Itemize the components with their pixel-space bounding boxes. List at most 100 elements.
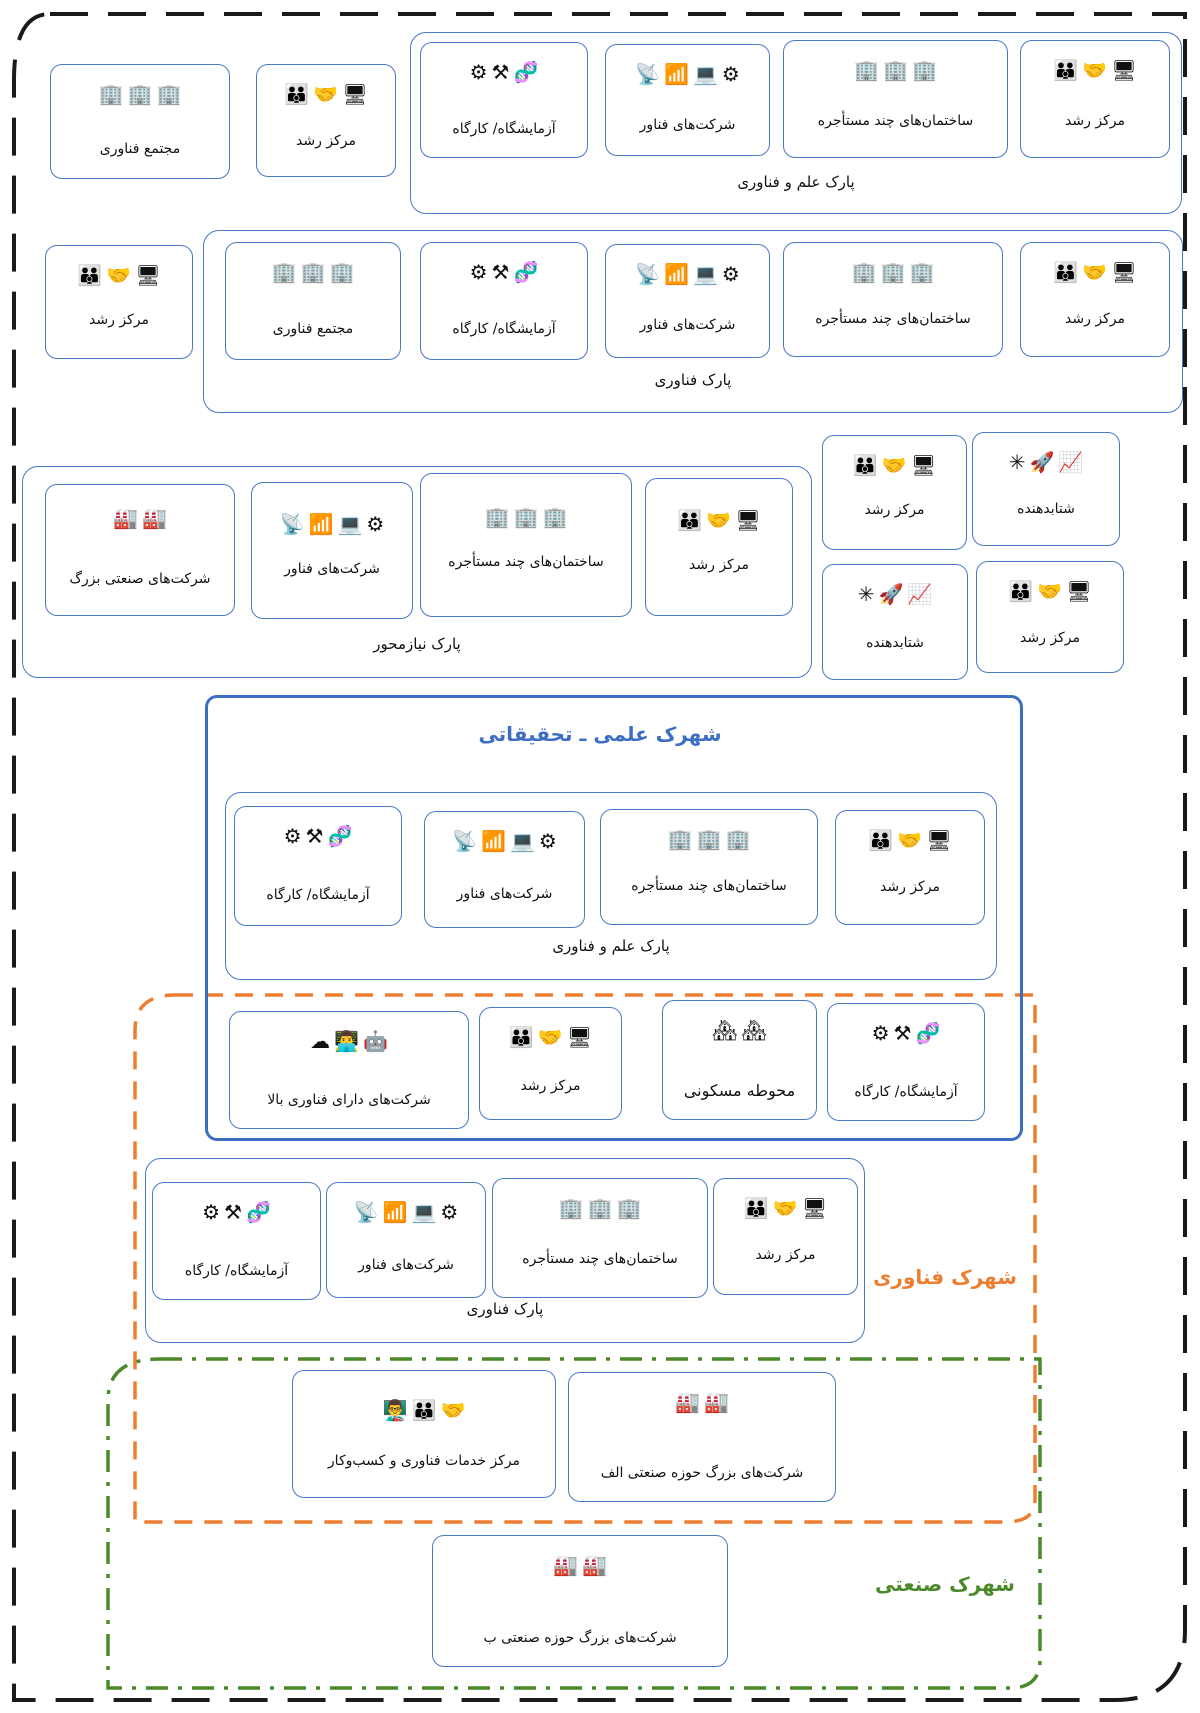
card-tech-companies[interactable]: 📡📶💻⚙ شرکت‌های فناور <box>326 1182 486 1298</box>
incubator-icons: 👪🤝🖥 <box>257 81 395 107</box>
card-incubator[interactable]: 👪🤝🖥 مرکز رشد <box>1020 40 1170 158</box>
gear-icon: ⚙ <box>469 60 488 84</box>
tools-icon: ⚒ <box>491 60 510 84</box>
star-burst-icon: ✳ <box>857 582 875 606</box>
cloud-computer-icon: 🖥 <box>910 453 937 477</box>
gear-icon: ⚙ <box>283 824 302 848</box>
incubator-icons: 👪🤝🖥 <box>1021 259 1169 285</box>
lab-icons: ⚙⚒🧬 <box>421 59 587 85</box>
card-lab-workshop[interactable]: ⚙⚒🧬 آزمایشگاه/ کارگاه <box>234 806 402 926</box>
cloud-computer-icon: 🖥 <box>735 508 761 532</box>
monitor-icon: 💻 <box>509 829 535 853</box>
card-tech-companies[interactable]: 📡📶💻⚙ شرکت‌های فناور <box>251 482 413 619</box>
incubator-icons: 👪🤝🖥 <box>480 1024 621 1050</box>
card-incubator[interactable]: 👪🤝🖥 مرکز رشد <box>1020 242 1170 357</box>
card-industrial-a[interactable]: 🏭🏭 شرکت‌های بزرگ حوزه صنعتی الف <box>568 1372 836 1502</box>
building-icon: 🏢 <box>880 260 906 284</box>
card-multi-tenant[interactable]: 🏢🏢🏢 ساختمان‌های چند مستأجره <box>600 809 818 925</box>
handshake-icon: 🤝 <box>881 453 907 477</box>
incubator-icons: 👪🤝🖥 <box>1021 57 1169 83</box>
card-label: شرکت‌های فناور <box>358 1257 454 1273</box>
satellite-icon: 📡 <box>635 262 661 286</box>
card-multi-tenant[interactable]: 🏢🏢🏢 ساختمان‌های چند مستأجره <box>492 1178 708 1298</box>
card-lab-workshop[interactable]: ⚙⚒🧬 آزمایشگاه/ کارگاه <box>827 1003 985 1121</box>
wifi-icon: 📶 <box>481 829 506 853</box>
handshake-icon: 🤝 <box>897 828 923 852</box>
card-industrial-b[interactable]: 🏭🏭 شرکت‌های بزرگ حوزه صنعتی ب <box>432 1535 728 1667</box>
card-lab-workshop[interactable]: ⚙⚒🧬 آزمایشگاه/ کارگاه <box>152 1182 321 1300</box>
card-tech-complex[interactable]: 🏢🏢🏢 مجتمع فناوری <box>225 242 401 360</box>
cloud-computer-icon: 🖥 <box>926 828 952 852</box>
tech-icons: 📡📶💻⚙ <box>425 828 584 854</box>
card-multi-tenant[interactable]: 🏢🏢🏢 ساختمان‌های چند مستأجره <box>783 242 1003 357</box>
tools-icon: ⚒ <box>305 824 324 848</box>
card-incubator[interactable]: 👪🤝🖥 مرکز رشد <box>835 810 985 925</box>
cloud-computer-icon: 🖥 <box>135 263 161 287</box>
building-icon: 🏢 <box>696 827 722 851</box>
card-accelerator[interactable]: ✳🚀📈 شتابدهنده <box>972 432 1120 546</box>
cloud-computer-icon: 🖥 <box>801 1196 828 1220</box>
card-tech-companies[interactable]: 📡📶💻⚙ شرکت‌های فناور <box>605 244 770 358</box>
card-label: ساختمان‌های چند مستأجره <box>448 554 604 570</box>
gears-icon: ⚙ <box>538 829 557 853</box>
card-multi-tenant[interactable]: 🏢🏢🏢 ساختمان‌های چند مستأجره <box>420 473 632 617</box>
tech-icons: 📡📶💻⚙ <box>606 261 769 287</box>
card-services-center[interactable]: 👨‍🏫👪🤝 مرکز خدمات فناوری و کسب‌وکار <box>292 1370 556 1498</box>
card-tech-companies[interactable]: 📡📶💻⚙ شرکت‌های فناور <box>424 811 585 928</box>
card-incubator[interactable]: 👪🤝🖥 مرکز رشد <box>976 561 1124 673</box>
card-large-industrial[interactable]: 🏭🏭 شرکت‌های صنعتی بزرگ <box>45 484 235 616</box>
robot-icon: 🤖 <box>363 1029 388 1053</box>
handshake-icon: 🤝 <box>440 1398 466 1422</box>
building-icon: 🏢 <box>851 260 877 284</box>
factory-workers-icon: 🏭 <box>553 1553 578 1577</box>
building-icon: 🏢 <box>513 505 539 529</box>
card-lab-workshop[interactable]: ⚙⚒🧬 آزمایشگاه/ کارگاه <box>420 242 588 360</box>
card-label: مجتمع فناوری <box>272 321 354 337</box>
card-incubator[interactable]: 👪🤝🖥 مرکز رشد <box>713 1178 858 1295</box>
card-incubator[interactable]: 👪🤝🖥 مرکز رشد <box>479 1007 622 1120</box>
card-residential[interactable]: 🏘🏘 محوطه مسکونی <box>662 1000 817 1120</box>
card-incubator[interactable]: 👪🤝🖥 مرکز رشد <box>45 245 193 359</box>
building-icons: 🏢🏢🏢 <box>493 1195 707 1221</box>
card-label: آزمایشگاه/ کارگاه <box>452 321 556 337</box>
cloud-computer-icon: 🖥 <box>1111 260 1137 284</box>
dna-icon: 🧬 <box>245 1200 271 1224</box>
card-incubator[interactable]: 👪🤝🖥 مرکز رشد <box>645 478 793 616</box>
building-icons: 🏢🏢🏢 <box>421 504 631 530</box>
building-icon: 🏢 <box>587 1196 613 1220</box>
satellite-icon: 📡 <box>452 829 478 853</box>
building-icons: 🏢🏢🏢 <box>601 826 817 852</box>
wifi-icon: 📶 <box>664 262 689 286</box>
satellite-icon: 📡 <box>635 62 661 86</box>
card-label: ساختمان‌های چند مستأجره <box>817 113 974 129</box>
card-incubator[interactable]: 👪🤝🖥 مرکز رشد <box>256 64 396 177</box>
card-label: آزمایشگاه/ کارگاه <box>184 1263 289 1279</box>
industrial-icons: 🏭🏭 <box>46 505 234 531</box>
incubator-icons: 👪🤝🖥 <box>646 507 792 533</box>
card-high-tech[interactable]: ☁👨‍💻🤖 شرکت‌های دارای فناوری بالا <box>229 1011 469 1129</box>
park-name: پارک فناوری <box>654 371 732 389</box>
high-tech-icons: ☁👨‍💻🤖 <box>230 1028 468 1054</box>
monitor-icon: 💻 <box>692 62 718 86</box>
wifi-icon: 📶 <box>308 512 334 536</box>
handshake-icon: 🤝 <box>1037 579 1063 603</box>
dna-icon: 🧬 <box>513 60 539 84</box>
cloud-computer-icon: 🖥 <box>342 82 368 106</box>
park-name: پارک علم و فناوری <box>552 937 670 955</box>
building-icon: 🏢 <box>484 505 510 529</box>
cloud-computer-icon: 🖥 <box>566 1025 593 1049</box>
people-icon: 👪 <box>852 453 878 477</box>
card-tech-companies[interactable]: 📡📶💻⚙ شرکت‌های فناور <box>605 44 770 156</box>
rocket-icon: 🚀 <box>878 582 904 606</box>
card-label: مرکز رشد <box>520 1078 581 1094</box>
building-icon: 🏢 <box>329 260 355 284</box>
card-label: مرکز رشد <box>864 502 925 518</box>
tech-town-title: شهرک فناوری <box>873 1265 1017 1289</box>
card-accelerator[interactable]: ✳🚀📈 شتابدهنده <box>822 564 968 680</box>
monitor-icon: 💻 <box>337 512 363 536</box>
card-incubator[interactable]: 👪🤝🖥 مرکز رشد <box>822 435 967 550</box>
card-tech-complex[interactable]: 🏢🏢🏢 مجتمع فناوری <box>50 64 230 179</box>
card-lab-workshop[interactable]: ⚙⚒🧬 آزمایشگاه/ کارگاه <box>420 42 588 158</box>
people-icon: 👪 <box>284 82 310 106</box>
card-multi-tenant[interactable]: 🏢🏢🏢 ساختمان‌های چند مستأجره <box>783 40 1008 158</box>
